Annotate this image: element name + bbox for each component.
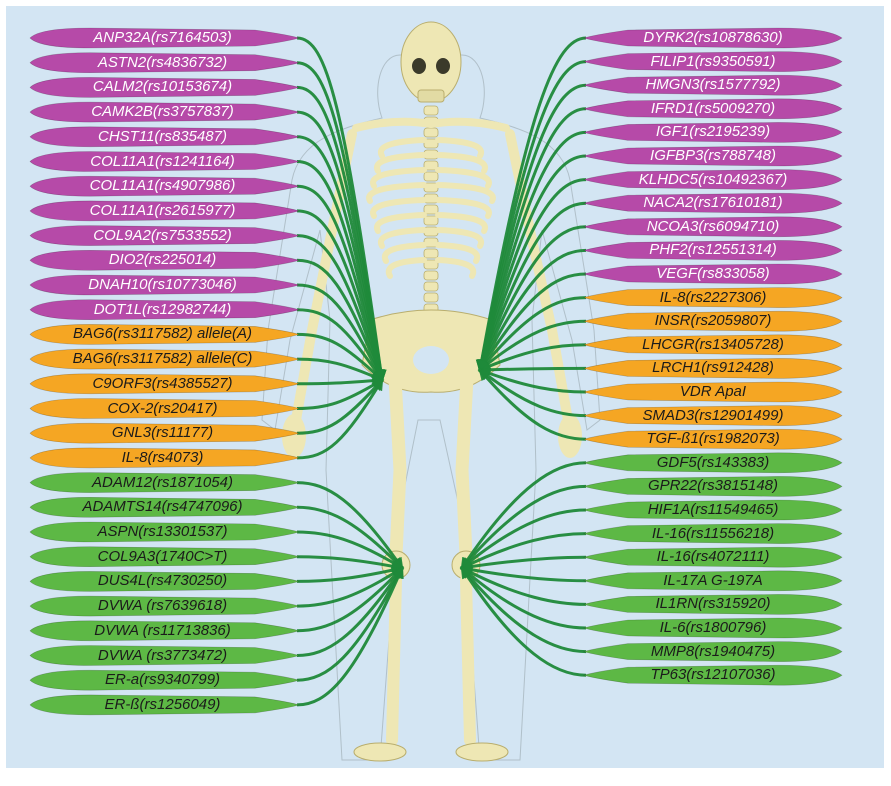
left-gene-label-purple: COL9A2(rs7533552): [40, 228, 285, 244]
vertebra: [424, 293, 438, 302]
left-gene-label-purple: ANP32A(rs7164503): [40, 30, 285, 46]
left-gene-label-orange: C9ORF3(rs4385527): [40, 376, 285, 392]
vertebra: [424, 172, 438, 181]
right-association-arrow: [462, 568, 586, 604]
left-gene-label-green: ADAMTS14(rs4747096): [40, 499, 285, 515]
vertebra: [424, 249, 438, 258]
right-gene-label-orange: LRCH1(rs912428): [598, 360, 828, 376]
left-gene-label-green: ER-a(rs9340799): [40, 672, 285, 688]
right-gene-label-orange: VDR ApaI: [598, 384, 828, 400]
left-gene-label-orange: GNL3(rs11177): [40, 425, 285, 441]
femur-right: [462, 378, 467, 555]
left-gene-label-purple: CHST11(rs835487): [40, 129, 285, 145]
left-gene-label-green: COL9A3(1740C>T): [40, 549, 285, 565]
right-gene-label-green: IL-16(rs11556218): [598, 526, 828, 542]
left-gene-label-orange: IL-8(rs4073): [40, 450, 285, 466]
right-gene-label-purple: NACA2(rs17610181): [598, 195, 828, 211]
foot-left: [354, 743, 406, 761]
right-gene-label-purple: IGFBP3(rs788748): [598, 148, 828, 164]
left-gene-label-purple: COL11A1(rs2615977): [40, 203, 285, 219]
jaw: [418, 90, 444, 102]
rib-left: [389, 260, 424, 276]
right-association-arrow: [462, 568, 586, 581]
right-gene-label-green: MMP8(rs1940475): [598, 644, 828, 660]
right-gene-label-orange: LHCGR(rs13405728): [598, 337, 828, 353]
left-gene-label-purple: COL11A1(rs4907986): [40, 178, 285, 194]
right-gene-label-orange: IL-8(rs2227306): [598, 290, 828, 306]
right-gene-label-green: GPR22(rs3815148): [598, 478, 828, 494]
left-gene-label-green: DVWA (rs7639618): [40, 598, 285, 614]
right-gene-label-green: IL-6(rs1800796): [598, 620, 828, 636]
left-gene-label-purple: CALM2(rs10153674): [40, 79, 285, 95]
right-association-arrow: [480, 368, 586, 370]
left-gene-label-orange: BAG6(rs3117582) allele(C): [40, 351, 285, 367]
right-gene-label-purple: PHF2(rs12551314): [598, 242, 828, 258]
vertebra: [424, 216, 438, 225]
right-gene-label-purple: FILIP1(rs9350591): [598, 54, 828, 70]
skeleton-illustration: [262, 22, 600, 761]
right-gene-label-purple: VEGF(rs833058): [598, 266, 828, 282]
left-gene-label-purple: COL11A1(rs1241164): [40, 154, 285, 170]
rib-right: [438, 260, 473, 276]
clavicle-right: [431, 122, 506, 128]
right-gene-label-green: IL-17A G-197A: [598, 573, 828, 589]
left-gene-label-purple: DOT1L(rs12982744): [40, 302, 285, 318]
pelvic-opening: [413, 346, 449, 374]
right-gene-label-green: IL-16(rs4072111): [598, 549, 828, 565]
right-gene-label-purple: NCOA3(rs6094710): [598, 219, 828, 235]
right-gene-label-green: IL1RN(rs315920): [598, 596, 828, 612]
right-gene-label-purple: HMGN3(rs1577792): [598, 77, 828, 93]
right-gene-label-orange: INSR(rs2059807): [598, 313, 828, 329]
left-gene-label-green: ER-ß(rs1256049): [40, 697, 285, 713]
right-gene-label-green: TP63(rs12107036): [598, 667, 828, 683]
right-gene-label-green: HIF1A(rs11549465): [598, 502, 828, 518]
right-gene-label-purple: KLHDC5(rs10492367): [598, 172, 828, 188]
left-gene-label-orange: BAG6(rs3117582) allele(A): [40, 326, 285, 342]
left-gene-label-purple: CAMK2B(rs3757837): [40, 104, 285, 120]
eye-socket-left: [412, 58, 426, 74]
vertebra: [424, 205, 438, 214]
vertebra: [424, 271, 438, 280]
right-gene-label-orange: SMAD3(rs12901499): [598, 408, 828, 424]
left-gene-label-green: ADAM12(rs1871054): [40, 475, 285, 491]
right-gene-label-green: GDF5(rs143383): [598, 455, 828, 471]
left-gene-label-purple: DNAH10(rs10773046): [40, 277, 285, 293]
right-association-arrow: [462, 534, 586, 568]
eye-socket-right: [436, 58, 450, 74]
tibia-right: [466, 580, 470, 740]
left-gene-label-green: DVWA (rs11713836): [40, 623, 285, 639]
femur-left: [395, 378, 400, 555]
left-gene-label-orange: COX-2(rs20417): [40, 401, 285, 417]
left-association-arrow: [297, 380, 382, 384]
vertebra: [424, 128, 438, 137]
right-gene-label-purple: IGF1(rs2195239): [598, 124, 828, 140]
left-gene-label-purple: DIO2(rs225014): [40, 252, 285, 268]
vertebra: [424, 106, 438, 115]
right-gene-label-purple: DYRK2(rs10878630): [598, 30, 828, 46]
left-gene-label-purple: ASTN2(rs4836732): [40, 55, 285, 71]
foot-right: [456, 743, 508, 761]
left-gene-label-green: DUS4L(rs4730250): [40, 573, 285, 589]
right-gene-label-purple: IFRD1(rs5009270): [598, 101, 828, 117]
clavicle-left: [356, 122, 431, 128]
left-gene-label-green: ASPN(rs13301537): [40, 524, 285, 540]
vertebra: [424, 282, 438, 291]
right-gene-label-orange: TGF-ß1(rs1982073): [598, 431, 828, 447]
tibia-left: [392, 580, 396, 740]
left-gene-label-green: DVWA (rs3773472): [40, 648, 285, 664]
